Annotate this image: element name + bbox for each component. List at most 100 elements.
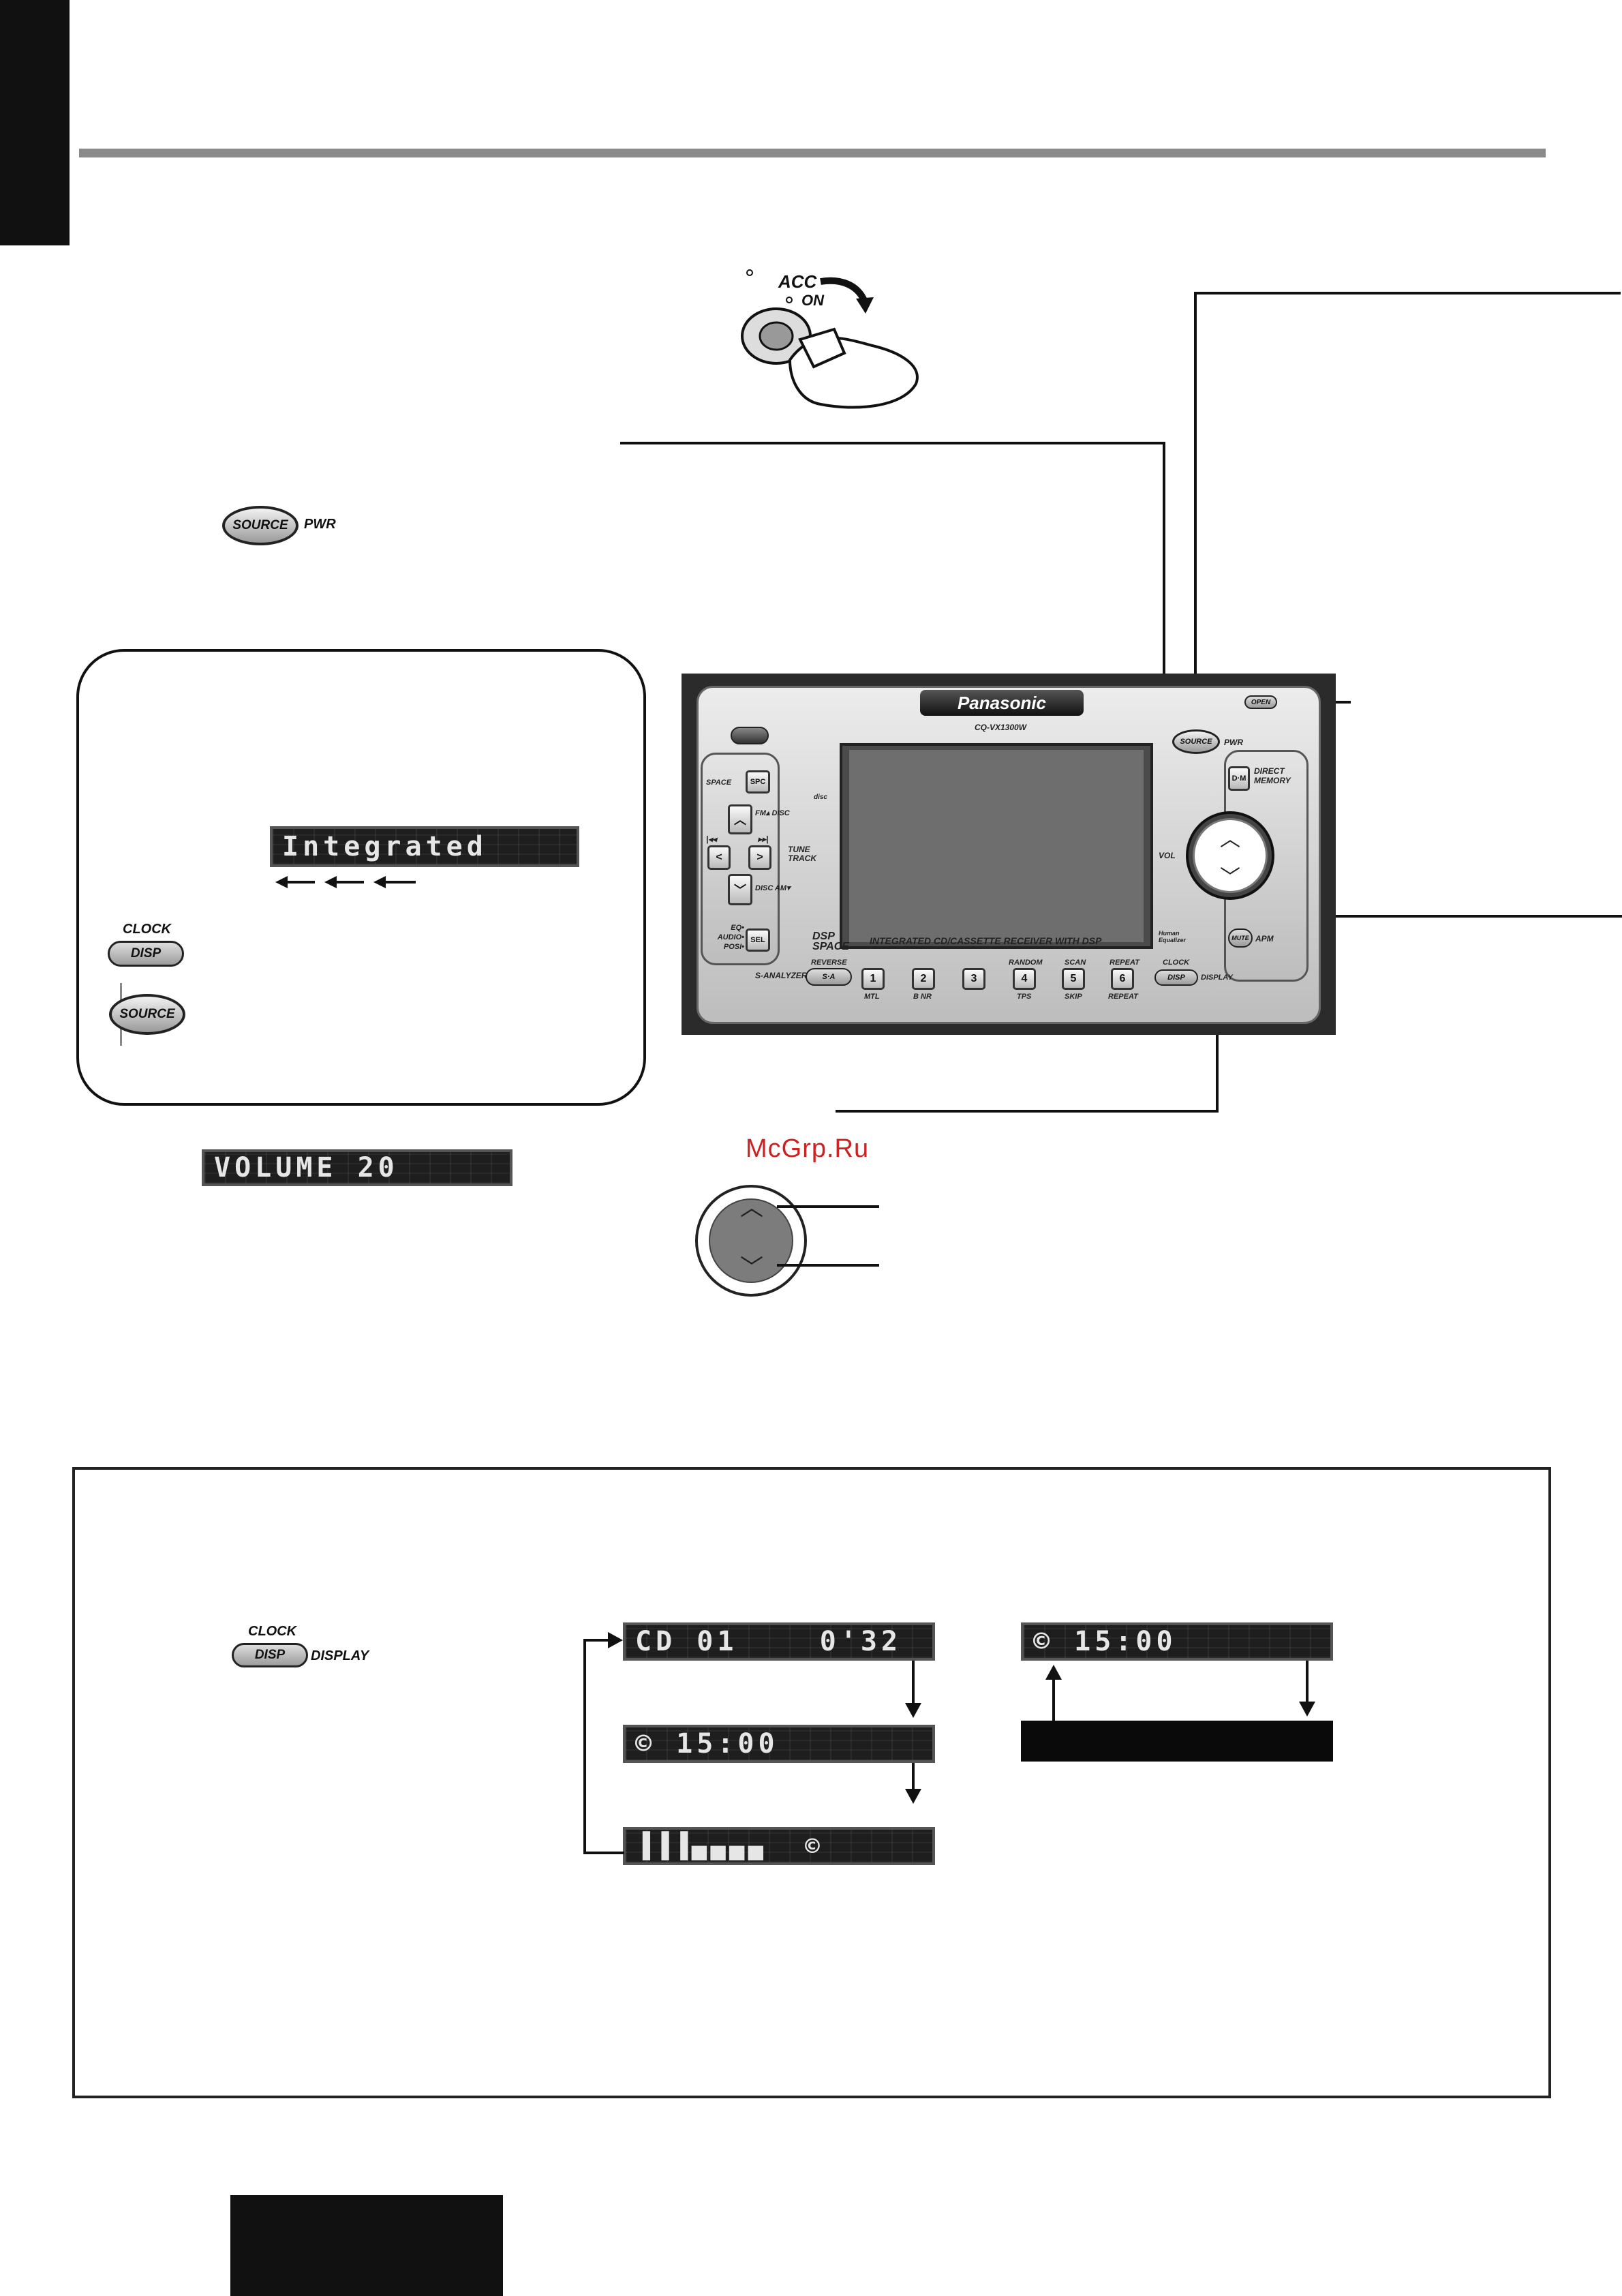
- display-screen-inner: [849, 750, 1144, 942]
- corner-tab: [0, 0, 70, 245]
- clock-label-unit: CLOCK: [1163, 958, 1190, 967]
- lcd-cd-track: CD 01 0'32: [623, 1622, 935, 1661]
- preset-6-bottom-label: REPEAT: [1108, 993, 1138, 1001]
- on-label: ON: [801, 292, 824, 309]
- preset-5-button[interactable]: 5: [1062, 968, 1085, 990]
- preset-4-top-label: RANDOM: [1009, 958, 1043, 967]
- down-arrow-icon: [905, 1703, 921, 1718]
- page-number-tab: [230, 2195, 503, 2296]
- source-pwr-button[interactable]: SOURCE: [1172, 729, 1220, 754]
- pwr-label-unit: PWR: [1224, 738, 1243, 747]
- sa-button[interactable]: S·A: [806, 968, 852, 986]
- next-track-icon: ▸▸|: [758, 834, 769, 844]
- preset-2-bottom-label: B NR: [913, 993, 932, 1001]
- lcd-clock-time: © 15:00: [623, 1725, 935, 1763]
- release-button[interactable]: [731, 727, 769, 744]
- ignition-key-illustration: [741, 269, 919, 409]
- human-equalizer-label: Human Equalizer: [1159, 930, 1187, 943]
- preset-1-bottom-label: MTL: [864, 993, 880, 1001]
- lcd-volume: VOLUME 20: [202, 1149, 512, 1186]
- disp-button-box[interactable]: DISP: [232, 1643, 308, 1667]
- vol-up-icon[interactable]: ︿: [1220, 828, 1240, 851]
- brand-logo: Panasonic: [920, 690, 1084, 716]
- dsp-space-logo: DSP SPACE: [812, 931, 849, 952]
- disp-button[interactable]: DISP: [108, 941, 184, 967]
- source-button[interactable]: SOURCE: [222, 506, 299, 545]
- lcd-spectrum: ▐▐▐▄▄▄▄ ©: [623, 1827, 935, 1865]
- up-arrow-icon: [1045, 1665, 1062, 1680]
- toggle-arrow-line: [1306, 1661, 1309, 1706]
- fm-disc-label: FM▴ DISC: [755, 809, 790, 817]
- display-label-box: DISPLAY: [311, 1648, 369, 1663]
- lcd-clock-time-2: © 15:00: [1021, 1622, 1333, 1661]
- cycle-arrow-line: [912, 1763, 915, 1793]
- callout-line: [1163, 444, 1165, 731]
- cycle-arrow-line: [912, 1661, 915, 1708]
- cycle-return-line: [583, 1639, 611, 1642]
- demo-note-box: [76, 649, 646, 1106]
- callout-line: [1194, 292, 1197, 731]
- sel-button[interactable]: SEL: [746, 928, 770, 952]
- callout-line: [836, 1110, 1217, 1113]
- clock-label-box: CLOCK: [248, 1624, 297, 1639]
- toggle-arrow-line: [1052, 1680, 1055, 1721]
- tagline: INTEGRATED CD/CASSETTE RECEIVER WITH DSP: [870, 935, 1102, 946]
- vol-down-icon[interactable]: ﹀: [1220, 866, 1240, 889]
- track-back-button[interactable]: <: [707, 845, 731, 870]
- preset-5-bottom-label: SKIP: [1065, 993, 1082, 1001]
- space-label: SPACE: [706, 779, 732, 787]
- track-forward-button[interactable]: >: [748, 845, 771, 870]
- callout-line: [777, 1264, 879, 1267]
- disc-am-label: DISC AM▾: [755, 884, 791, 892]
- down-arrow-icon: [905, 1789, 921, 1804]
- tune-up-button[interactable]: ︿: [728, 804, 752, 834]
- vol-label: VOL: [1159, 851, 1176, 860]
- prev-track-icon: |◂◂: [706, 834, 717, 844]
- reverse-label: REVERSE: [811, 958, 847, 967]
- direct-memory-label: DIRECT MEMORY: [1254, 766, 1291, 785]
- preset-3-button[interactable]: 3: [962, 968, 985, 990]
- volume-down-arrow-icon: ﹀: [740, 1255, 763, 1281]
- dm-button[interactable]: D·M: [1228, 766, 1250, 791]
- clock-label: CLOCK: [123, 922, 172, 937]
- preset-6-top-label: REPEAT: [1110, 958, 1139, 967]
- source-button-2[interactable]: SOURCE: [109, 994, 185, 1035]
- model-label: CQ-VX1300W: [975, 723, 1027, 732]
- preset-4-button[interactable]: 4: [1013, 968, 1036, 990]
- lcd-integrated: Integrated: [270, 826, 579, 867]
- tune-down-button[interactable]: ﹀: [728, 874, 752, 905]
- down-arrow-icon: [1299, 1702, 1315, 1717]
- s-analyzer-label: S-ANALYZER: [755, 971, 808, 980]
- preset-6-button[interactable]: 6: [1111, 968, 1134, 990]
- callout-line: [1254, 915, 1622, 918]
- open-button[interactable]: OPEN: [1244, 695, 1277, 709]
- cycle-return-line: [583, 1639, 586, 1854]
- mute-button[interactable]: MUTE: [1228, 928, 1253, 948]
- cycle-return-line: [583, 1852, 624, 1854]
- watermark: McGrp.Ru: [746, 1134, 870, 1163]
- pwr-label: PWR: [304, 517, 336, 532]
- eq-audio-posi-label: EQ• AUDIO• POSI•: [717, 924, 744, 951]
- apm-label: APM: [1255, 934, 1274, 943]
- compact-disc-logo: disc: [813, 794, 827, 801]
- preset-5-top-label: SCAN: [1065, 958, 1086, 967]
- header-rule: [79, 149, 1546, 157]
- preset-1-button[interactable]: 1: [861, 968, 885, 990]
- acc-label: ACC: [778, 271, 817, 292]
- volume-knob-detail[interactable]: [709, 1198, 793, 1283]
- spc-button[interactable]: SPC: [746, 770, 770, 794]
- callout-line: [777, 1205, 879, 1208]
- tune-track-label: TUNE TRACK: [788, 845, 816, 863]
- callout-line: [1194, 292, 1621, 294]
- volume-knob[interactable]: [1193, 818, 1268, 893]
- lcd-blank: [1021, 1721, 1333, 1762]
- right-arrow-icon: [608, 1632, 623, 1648]
- disp-button-unit[interactable]: DISP: [1154, 969, 1198, 986]
- display-mode-box: [72, 1467, 1551, 2098]
- display-label-unit: DISPLAY: [1201, 973, 1233, 982]
- preset-2-button[interactable]: 2: [912, 968, 935, 990]
- preset-4-bottom-label: TPS: [1017, 993, 1032, 1001]
- callout-line: [620, 442, 1165, 444]
- volume-up-arrow-icon: ︿: [740, 1195, 763, 1221]
- scroll-arrows: [275, 876, 416, 888]
